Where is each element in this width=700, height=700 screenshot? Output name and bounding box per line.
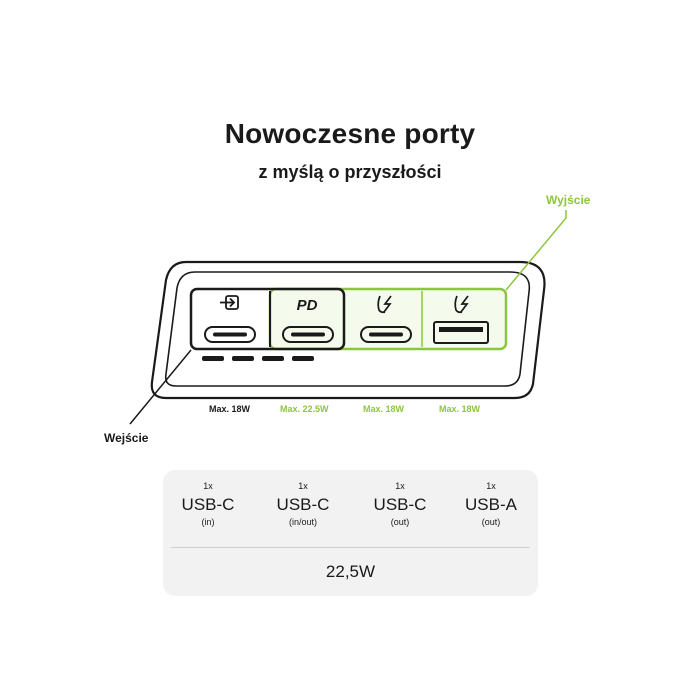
usb-c-input-port <box>204 326 256 343</box>
usb-c-pd-port-tongue <box>291 332 325 337</box>
port-count: 1x <box>203 481 213 491</box>
input-leader-line <box>129 349 192 425</box>
port-type: USB-C <box>373 495 427 514</box>
output-leader-line <box>505 210 567 291</box>
max-rating-pd: Max. 22.5W <box>280 404 329 414</box>
max-rating-input: Max. 18W <box>209 404 251 414</box>
port-type: USB-C <box>181 495 235 514</box>
spec-port-4: 1x USB-A (out) <box>446 480 536 528</box>
lightning-icon <box>454 295 469 314</box>
lightning-icon <box>377 295 392 314</box>
input-arrow-icon <box>220 295 239 310</box>
input-label: Wejście <box>104 431 149 445</box>
port-direction: (in) <box>201 517 215 527</box>
port-type: USB-C <box>276 495 330 514</box>
usb-a-output-port <box>433 321 489 344</box>
spec-port-1: 1x USB-C (in) <box>163 480 253 528</box>
led-indicator <box>202 356 224 361</box>
port-type: USB-A <box>465 495 517 514</box>
powerbank-diagram: PD <box>129 210 567 425</box>
page-title: Nowoczesne porty <box>224 118 476 149</box>
usb-c-output-port <box>360 326 412 343</box>
port-direction: (out) <box>390 517 410 527</box>
output-label: Wyjście <box>546 193 591 207</box>
input-group-frame <box>189 287 346 351</box>
spec-divider <box>171 547 530 548</box>
spec-port-3: 1x USB-C (out) <box>355 480 445 528</box>
usb-c-input-port-tongue <box>213 332 247 337</box>
port-count: 1x <box>395 481 405 491</box>
pd-icon: PD <box>297 297 318 314</box>
led-indicator <box>232 356 254 361</box>
device-outer-outline <box>150 260 546 400</box>
port-direction: (in/out) <box>288 517 317 527</box>
spec-port-2: 1x USB-C (in/out) <box>258 480 348 528</box>
usb-a-output-port-tongue <box>439 327 483 332</box>
port-direction: (out) <box>481 517 501 527</box>
usb-c-pd-port <box>282 326 334 343</box>
total-power: 22,5W <box>325 562 376 581</box>
port-count: 1x <box>486 481 496 491</box>
max-rating-usb-c-out: Max. 18W <box>363 404 405 414</box>
port-count: 1x <box>298 481 308 491</box>
page-subtitle: z myślą o przyszłości <box>258 162 442 182</box>
usb-c-output-port-tongue <box>369 332 403 337</box>
led-indicator <box>262 356 284 361</box>
device-inner-outline <box>164 271 531 387</box>
led-indicator <box>292 356 314 361</box>
max-rating-usb-a-out: Max. 18W <box>439 404 481 414</box>
spec-panel: 1x USB-C (in) 1x USB-C (in/out) 1x USB-C… <box>163 470 538 596</box>
